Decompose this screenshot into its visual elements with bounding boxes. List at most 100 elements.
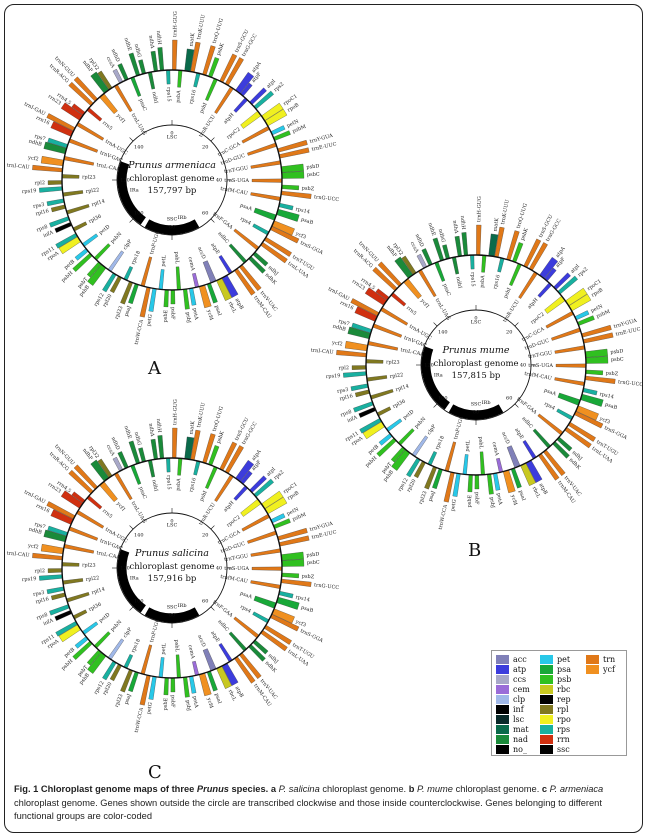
gene-label: cemA bbox=[187, 644, 196, 659]
genome-subtitle: chloroplast genome bbox=[129, 562, 214, 572]
gene-label: rps15 bbox=[469, 272, 476, 287]
gene-block-petG bbox=[148, 288, 157, 312]
gene-block-psbI bbox=[509, 263, 522, 286]
gene-block-petA bbox=[189, 287, 197, 306]
legend-item-acc: acc bbox=[496, 654, 527, 664]
legend-label: rbc bbox=[557, 684, 571, 694]
gene-label: psbD bbox=[610, 348, 623, 355]
tick-label: 0 bbox=[170, 131, 173, 137]
gene-block-trnH-GUG bbox=[476, 224, 482, 256]
gene-label: atpB bbox=[233, 297, 244, 311]
gene-label: psaC bbox=[137, 486, 147, 500]
gene-label: ccsA bbox=[409, 241, 420, 255]
gene-block-rps16 bbox=[497, 257, 505, 273]
gene-label: trnW-CCA bbox=[134, 319, 145, 345]
gene-label: trnL-UAG bbox=[130, 501, 148, 525]
gene-label: rps16 bbox=[188, 477, 197, 493]
gene-block-trnF-GAA bbox=[233, 616, 260, 639]
gene-label: psaA bbox=[543, 388, 557, 398]
legend-label: rpo bbox=[557, 714, 571, 724]
gene-block-atpH bbox=[233, 97, 248, 113]
gene-block-trnW-CCA bbox=[139, 674, 151, 706]
gene-block-rpl2 bbox=[351, 365, 367, 370]
gene-block-clpP bbox=[107, 250, 124, 272]
gene-block-trnH-GUG bbox=[172, 39, 178, 71]
legend-label: clp bbox=[513, 694, 526, 704]
gene-block-psbD bbox=[281, 163, 304, 173]
gene-label: rpl20 bbox=[406, 478, 418, 493]
gene-label: atpE bbox=[209, 242, 221, 256]
gene-block-petG bbox=[148, 676, 157, 700]
gene-label: trnE-UUC bbox=[615, 326, 641, 337]
gene-block-atpH bbox=[537, 282, 552, 298]
gene-label: psbD bbox=[306, 551, 319, 558]
gene-label: trnT-GGU bbox=[528, 350, 553, 360]
gene-label: ndhE bbox=[123, 37, 133, 52]
legend-swatch bbox=[496, 744, 509, 754]
gene-label: ccsA bbox=[105, 444, 116, 458]
gene-label: psbJ bbox=[488, 497, 495, 509]
gene-block-rps14 bbox=[278, 202, 294, 211]
tick-label: 80 bbox=[169, 613, 175, 619]
gene-label: rps18 bbox=[130, 250, 142, 266]
gene-block-clpP bbox=[107, 638, 124, 660]
gene-block-rps4 bbox=[556, 408, 574, 421]
tick-label: 80 bbox=[169, 225, 175, 231]
gene-label: ndhD bbox=[110, 48, 121, 63]
gene-block-psbN bbox=[93, 243, 111, 261]
gene-label: rpl36 bbox=[88, 213, 103, 224]
gene-block-psbZ bbox=[281, 184, 300, 191]
gene-block-rpl2 bbox=[47, 180, 63, 185]
gene-block-ndhG bbox=[442, 244, 450, 260]
gene-label: infA bbox=[42, 617, 54, 627]
gene-block-psbI bbox=[205, 78, 218, 101]
legend-swatch bbox=[540, 724, 553, 734]
gene-label: petG bbox=[450, 499, 458, 512]
region-label-lsc: LSC bbox=[167, 135, 178, 141]
gene-block-rpl14 bbox=[66, 204, 90, 215]
gene-label: trnW-CCA bbox=[438, 504, 449, 530]
gene-label: psaB bbox=[300, 217, 314, 226]
gene-block-psbZ bbox=[585, 369, 604, 376]
gene-block-trnS-UGA bbox=[251, 178, 283, 183]
gene-label: rps7 bbox=[34, 133, 47, 142]
gene-label: cemA bbox=[491, 441, 500, 456]
gene-block-trnL-CAA bbox=[63, 544, 95, 554]
gene-block-atpH bbox=[233, 485, 248, 501]
tick-mark bbox=[433, 403, 438, 408]
gene-block-ndhC bbox=[228, 631, 247, 652]
gene-label: rps4 bbox=[239, 216, 252, 227]
gene-label: psaC bbox=[137, 98, 147, 112]
ir-b-arc bbox=[421, 346, 451, 410]
gene-block-rps14 bbox=[582, 387, 598, 396]
gene-label: trnI-GAU bbox=[23, 489, 46, 505]
gene-block-rpl22 bbox=[366, 375, 388, 382]
legend-item-atp: atp bbox=[496, 664, 526, 674]
gene-label: ndhA bbox=[147, 423, 155, 437]
gene-label: trnfM-CAU bbox=[220, 574, 249, 585]
gene-label: matK bbox=[189, 420, 197, 434]
gene-block-trnR-UCU bbox=[214, 474, 234, 502]
gene-label: rpl23 bbox=[82, 562, 96, 568]
gene-label: trnR-UCU bbox=[502, 299, 521, 324]
gene-block-trnT-GGU bbox=[250, 160, 282, 169]
gene-block-trnG-UCC bbox=[280, 578, 312, 587]
gene-label: atpH bbox=[223, 500, 236, 514]
gene-label: rps3 bbox=[337, 387, 349, 395]
gene-block-psbA bbox=[177, 458, 183, 476]
gene-block-trnS-UGA bbox=[251, 566, 283, 571]
gene-label: petD bbox=[98, 224, 111, 236]
gene-label: ndhI bbox=[150, 479, 158, 492]
caption-title-start: Chloroplast genome maps of three bbox=[40, 784, 195, 794]
gene-label: rbcL bbox=[227, 301, 238, 315]
gene-block-ndhH bbox=[157, 47, 164, 71]
gene-block-trnfM-CAU bbox=[250, 580, 281, 589]
gene-block-petL bbox=[462, 454, 469, 475]
gene-block-petG bbox=[452, 473, 461, 497]
gene-label: atpH bbox=[223, 112, 236, 126]
gene-label: trnL-UAG bbox=[434, 298, 452, 322]
gene-block-psbL bbox=[175, 266, 181, 291]
gene-block-trnI-CAU bbox=[32, 552, 63, 561]
gene-block-trnD-GUC bbox=[551, 327, 581, 341]
